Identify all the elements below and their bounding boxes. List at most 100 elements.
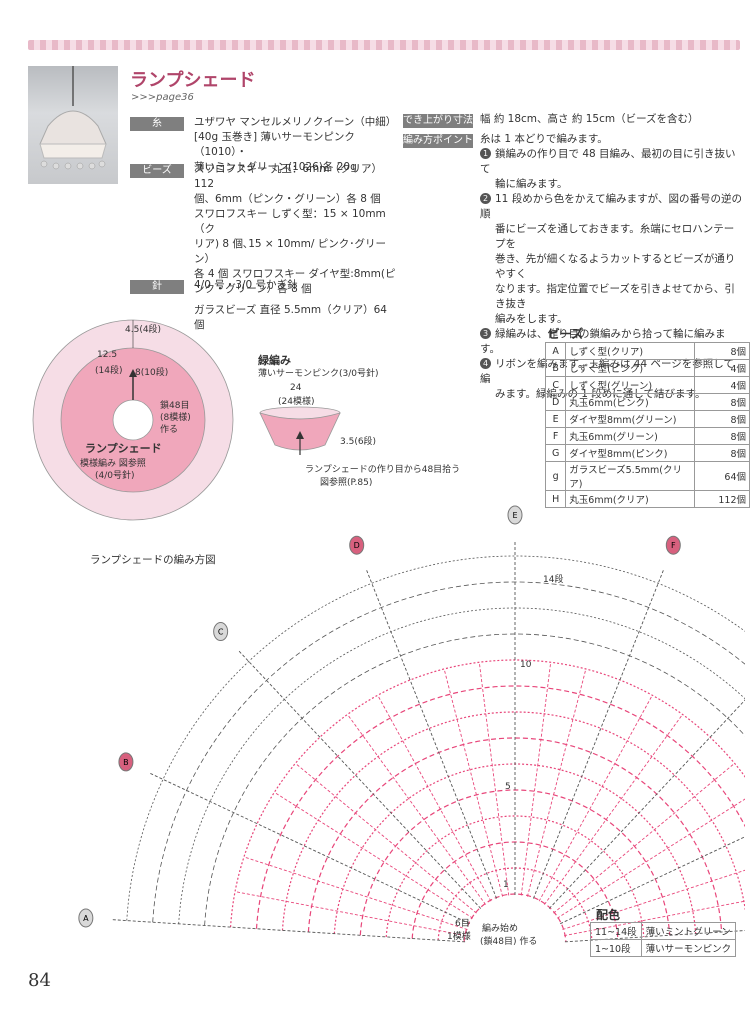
beads-cell-qty: 8個 — [693, 444, 750, 462]
lampshade-photo — [28, 66, 118, 184]
beads-cell-key: G — [544, 444, 567, 462]
chart-bead-letter: F — [671, 541, 676, 550]
ring-outer-label: 4.5(4段) — [125, 325, 162, 335]
beads-cell-qty: 8個 — [693, 427, 750, 445]
chart-stitch-column — [548, 694, 750, 909]
finished-size-text: 幅 約 18cm、高さ 約 15cm（ビーズを含む） — [480, 113, 699, 125]
chart-bead-letter: D — [354, 541, 360, 550]
chart-row-arc — [255, 685, 750, 929]
row-label-5: 5 — [505, 782, 511, 792]
beads-cell-qty: 112個 — [693, 490, 750, 508]
ring-mid-label-b: (14段) — [95, 366, 123, 376]
six-stitch-a: 6目 — [455, 919, 470, 929]
beads-cell-name: ダイヤ型8mm(ピンク) — [565, 444, 695, 462]
edge-yarn: 薄いサーモンピンク(3/0号針) — [258, 369, 379, 379]
chart-stitch-column — [110, 919, 466, 943]
color-table-title: 配色 — [596, 908, 621, 922]
chart-bead-letter: B — [123, 758, 129, 767]
beads-cell-name: 丸玉6mm(グリーン) — [565, 427, 695, 445]
color-row: 11~14段 薄いミントグリーン — [590, 922, 737, 940]
chart-stitch-column — [538, 695, 653, 902]
ring-chain-b: (8模様) — [160, 413, 191, 423]
chart-stitch-column — [274, 791, 474, 919]
beads-cell-key: D — [544, 393, 567, 411]
beads-cell-qty: 64個 — [693, 461, 750, 491]
chart-row-arc — [204, 633, 750, 926]
chart-stitch-column — [560, 833, 750, 925]
edge-title: 緑編み — [258, 354, 291, 367]
page-number: 84 — [28, 970, 51, 991]
row-label-1: 1 — [503, 880, 509, 890]
chart-bead-mark — [665, 535, 681, 555]
beads-cell-qty: 8個 — [693, 410, 750, 428]
beads-cell-key: E — [544, 410, 567, 428]
chart-stitch-column — [553, 762, 735, 914]
ring-mid-label-a: 12.5 — [97, 350, 118, 360]
edge-pick-a: ランプシェードの作り目から48目拾う — [305, 465, 461, 475]
start-label-b: (鎖48目) 作る — [480, 937, 538, 947]
beads-cell-qty: 4個 — [693, 359, 750, 377]
row-label-14: 14段 — [543, 575, 564, 585]
ring-diagram — [28, 315, 238, 525]
ring-pattern: 模様編み 図参照 — [80, 459, 146, 469]
chart-stitch-column — [526, 668, 587, 897]
chart-stitch-column — [148, 772, 470, 925]
beads-cell-name: しずく型(ピンク) — [565, 359, 695, 377]
chart-stitch-column — [564, 929, 750, 943]
chart-stitch-column — [295, 762, 477, 914]
beads-text: スワロフスキー 丸玉：6mm（クリア）112 個、6mm（ピンク・グリーン）各 … — [194, 163, 396, 331]
color-table: 11~14段 薄いミントグリーン 1~10段 薄いサーモンピンク — [590, 922, 737, 957]
top-decorative-band — [28, 40, 740, 50]
chart-stitch-column — [443, 668, 504, 897]
beads-cell-name: しずく型(クリア) — [565, 342, 695, 360]
chart-title: ランプシェードの編み方図 — [90, 554, 216, 566]
beads-label: ビーズ — [130, 164, 184, 178]
beads-cell-key: H — [544, 490, 567, 508]
chart-bead-mark — [349, 535, 365, 555]
ring-chain-c: 作る — [160, 425, 179, 435]
beads-cell-key: B — [544, 359, 567, 377]
chart-stitch-column — [532, 568, 665, 899]
edge-width-a: 24 — [290, 383, 302, 393]
chart-bead-letter: C — [218, 628, 224, 637]
chart-bead-letter: A — [83, 914, 89, 923]
chart-bead-mark — [78, 908, 94, 928]
chart-bead-mark — [213, 622, 229, 642]
chart-row-arc — [126, 555, 750, 921]
edge-width-b: (24模様) — [278, 397, 315, 407]
yarn-label: 糸 — [130, 117, 184, 131]
color-row: 1~10段 薄いサーモンピンク — [590, 939, 737, 957]
ring-chain-a: 鎖48目 — [160, 401, 190, 411]
chart-row-arc — [229, 659, 750, 928]
ring-needle: (4/0号針) — [95, 471, 135, 481]
chart-bead-mark — [118, 752, 134, 772]
chart-row-arc — [281, 711, 749, 931]
edge-bowl-diagram — [255, 405, 345, 455]
chart-bead-letter: E — [512, 511, 517, 520]
edge-pick-b: 図参照(P.85) — [320, 478, 373, 488]
beads-cell-key: F — [544, 427, 567, 445]
finished-size-label: でき上がり寸法 — [403, 114, 473, 128]
beads-cell-qty: 8個 — [693, 393, 750, 411]
yarn-text: ユザワヤ マンセルメリノクイーン（中細） [40g 玉巻き] 薄いサーモンピンク… — [194, 116, 397, 173]
points-label: 編み方ポイント — [403, 134, 473, 148]
page-reference: >>>page36 — [131, 92, 194, 103]
chart-stitch-column — [377, 695, 492, 902]
chart-stitch-column — [544, 714, 683, 905]
page-title: ランプシェード — [130, 70, 256, 91]
chart-row-arc — [437, 867, 593, 941]
chart-stitch-column — [556, 795, 750, 919]
beads-cell-name: しずく型(グリーン) — [565, 376, 695, 394]
chart-stitch-column — [365, 568, 498, 899]
beads-table-title: ビーズ — [548, 327, 584, 341]
chart-row-arc — [359, 789, 671, 936]
chart-row-arc — [152, 581, 750, 923]
